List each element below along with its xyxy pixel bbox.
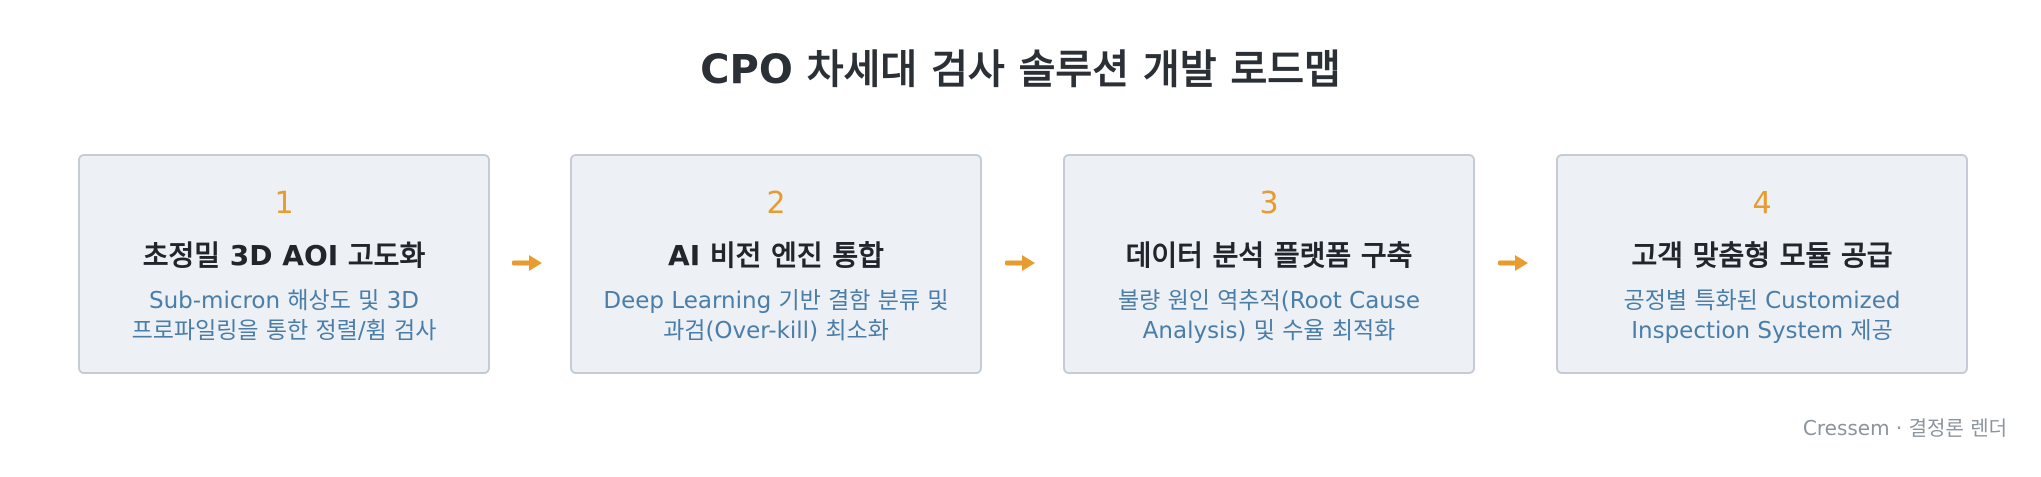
step-description-line: Sub-micron 해상도 및 3D [148,288,420,314]
step-description-line: Deep Learning 기반 결함 분류 및 [603,288,949,314]
step-card-2: 2 AI 비전 엔진 통합 Deep Learning 기반 결함 분류 및 과… [570,154,982,374]
step-description: Sub-micron 해상도 및 3D 프로파일링을 통한 정렬/휨 검사 [98,286,470,346]
step-title: 데이터 분석 플랫폼 구축 [1125,239,1413,272]
step-description: Deep Learning 기반 결함 분류 및 과검(Over-kill) 최… [590,286,962,346]
arrow-right-icon [1005,255,1035,271]
step-title: 고객 맞춤형 모듈 공급 [1631,239,1893,272]
step-description: 불량 원인 역추적(Root Cause Analysis) 및 수율 최적화 [1083,286,1455,346]
step-description-line: 불량 원인 역추적(Root Cause [1118,288,1420,314]
step-description-line: Inspection System 제공 [1631,318,1893,344]
step-card-4: 4 고객 맞춤형 모듈 공급 공정별 특화된 Customized Inspec… [1556,154,1968,374]
arrow-right-icon [512,255,542,271]
step-description: 공정별 특화된 Customized Inspection System 제공 [1576,286,1948,346]
step-card-1: 1 초정밀 3D AOI 고도화 Sub-micron 해상도 및 3D 프로파… [78,154,490,374]
arrow-right-icon [1498,255,1528,271]
step-title: 초정밀 3D AOI 고도화 [142,239,426,272]
step-description-line: 공정별 특화된 Customized [1623,288,1901,314]
step-number: 4 [1752,186,1772,221]
footer-credit: Cressem · 결정론 렌더 [1802,416,2007,440]
step-description-line: 프로파일링을 통한 정렬/휨 검사 [131,318,437,344]
step-card-3: 3 데이터 분석 플랫폼 구축 불량 원인 역추적(Root Cause Ana… [1063,154,1475,374]
step-number: 1 [274,186,294,221]
step-number: 3 [1259,186,1279,221]
step-title: AI 비전 엔진 통합 [668,239,884,272]
step-description-line: Analysis) 및 수율 최적화 [1142,318,1396,344]
step-description-line: 과검(Over-kill) 최소화 [663,318,889,344]
step-number: 2 [766,186,786,221]
page-title: CPO 차세대 검사 솔루션 개발 로드맵 [700,47,1341,93]
